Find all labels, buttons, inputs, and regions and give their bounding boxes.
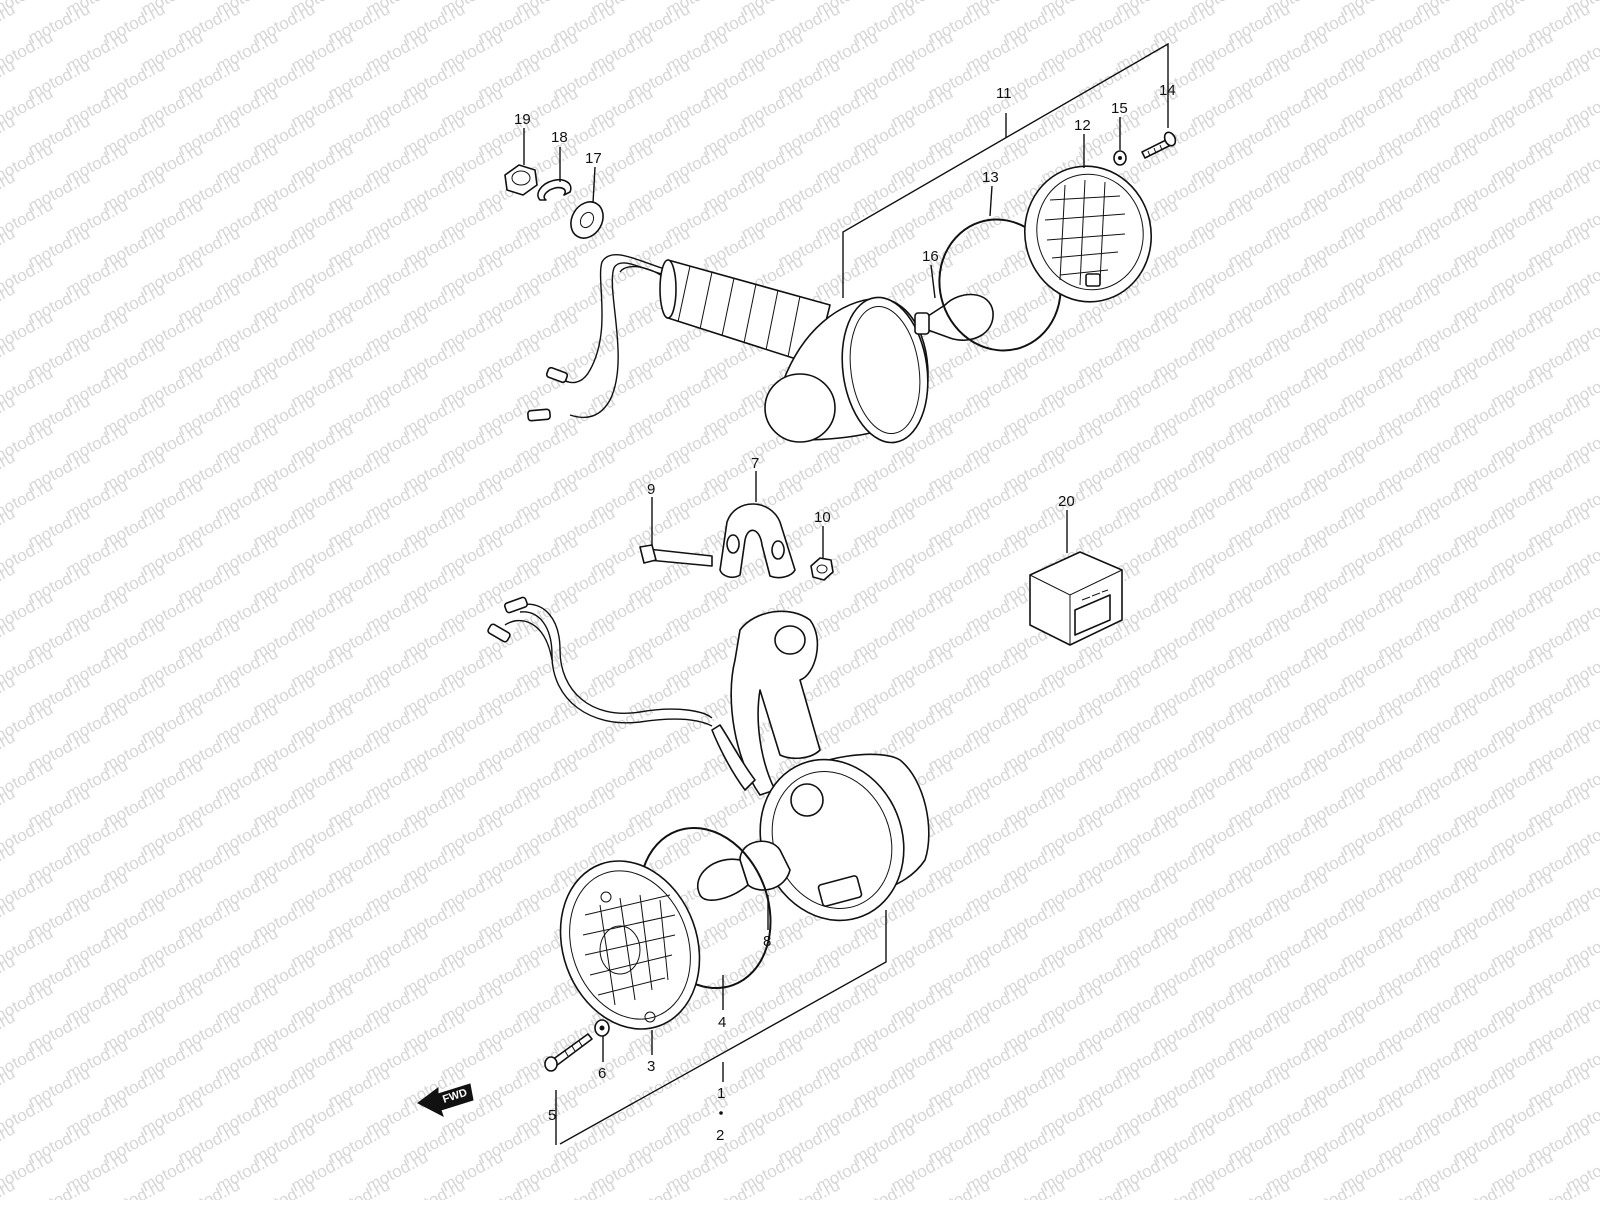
watermark-text: motod.ru bbox=[1300, 1175, 1368, 1200]
callout-6: 6 bbox=[598, 1065, 606, 1082]
watermark-text: motod.ru bbox=[550, 1175, 618, 1200]
callout-5: 5 bbox=[548, 1107, 556, 1124]
callout-15: 15 bbox=[1111, 100, 1128, 117]
callout-4: 4 bbox=[718, 1014, 726, 1031]
watermark-text: motod.ru bbox=[775, 1175, 843, 1200]
watermark-text: motod.ru bbox=[475, 1175, 543, 1200]
callout-2: 2 bbox=[716, 1127, 724, 1144]
watermark-text: motod.ru bbox=[700, 1175, 768, 1200]
watermark-text: motod.ru bbox=[1075, 1175, 1143, 1200]
lens-part-12 bbox=[1012, 154, 1164, 313]
callout-10: 10 bbox=[814, 509, 831, 526]
callout-17: 17 bbox=[585, 150, 602, 167]
watermark-text: motod.ru bbox=[400, 1175, 468, 1200]
callout-8: 8 bbox=[763, 933, 771, 950]
watermark-text: motod.ru bbox=[1000, 1175, 1068, 1200]
watermark-text: motod.ru bbox=[1225, 1175, 1293, 1200]
watermark-text: motod.ru bbox=[625, 1175, 693, 1200]
callout-12: 12 bbox=[1074, 117, 1091, 134]
callout-3: 3 bbox=[647, 1058, 655, 1075]
watermark-text: motod.ru bbox=[175, 1175, 243, 1200]
callout-16: 16 bbox=[922, 248, 939, 265]
callout-14: 14 bbox=[1159, 82, 1176, 99]
callout-separator-dot bbox=[719, 1111, 723, 1115]
nut-part-19 bbox=[505, 165, 537, 195]
callout-18: 18 bbox=[551, 129, 568, 146]
callout-9: 9 bbox=[647, 481, 655, 498]
watermark-text: motod.ru bbox=[25, 1175, 93, 1200]
callout-11: 11 bbox=[996, 85, 1012, 102]
callout-7: 7 bbox=[751, 455, 759, 472]
watermark-text: motod.ru bbox=[100, 1175, 168, 1200]
washer-part-6 bbox=[595, 1020, 609, 1036]
watermark-text: motod.ru bbox=[1525, 1175, 1593, 1200]
watermark-text: motod.ru bbox=[1375, 1175, 1443, 1200]
callout-20: 20 bbox=[1058, 493, 1075, 510]
watermark-text: motod.ru bbox=[1150, 1175, 1218, 1200]
callout-13: 13 bbox=[982, 169, 999, 186]
watermark-text: motod.ru bbox=[1450, 1175, 1518, 1200]
watermark-text: motod.ru bbox=[925, 1175, 993, 1200]
washer-part-15 bbox=[1114, 151, 1126, 165]
callout-1: 1 bbox=[717, 1085, 725, 1102]
watermark-text: motod.ru bbox=[250, 1175, 318, 1200]
bulb-part-16 bbox=[915, 295, 993, 341]
callout-19: 19 bbox=[514, 111, 531, 128]
watermark-text: motod.ru bbox=[850, 1175, 918, 1200]
watermark-text: motod.ru bbox=[325, 1175, 393, 1200]
